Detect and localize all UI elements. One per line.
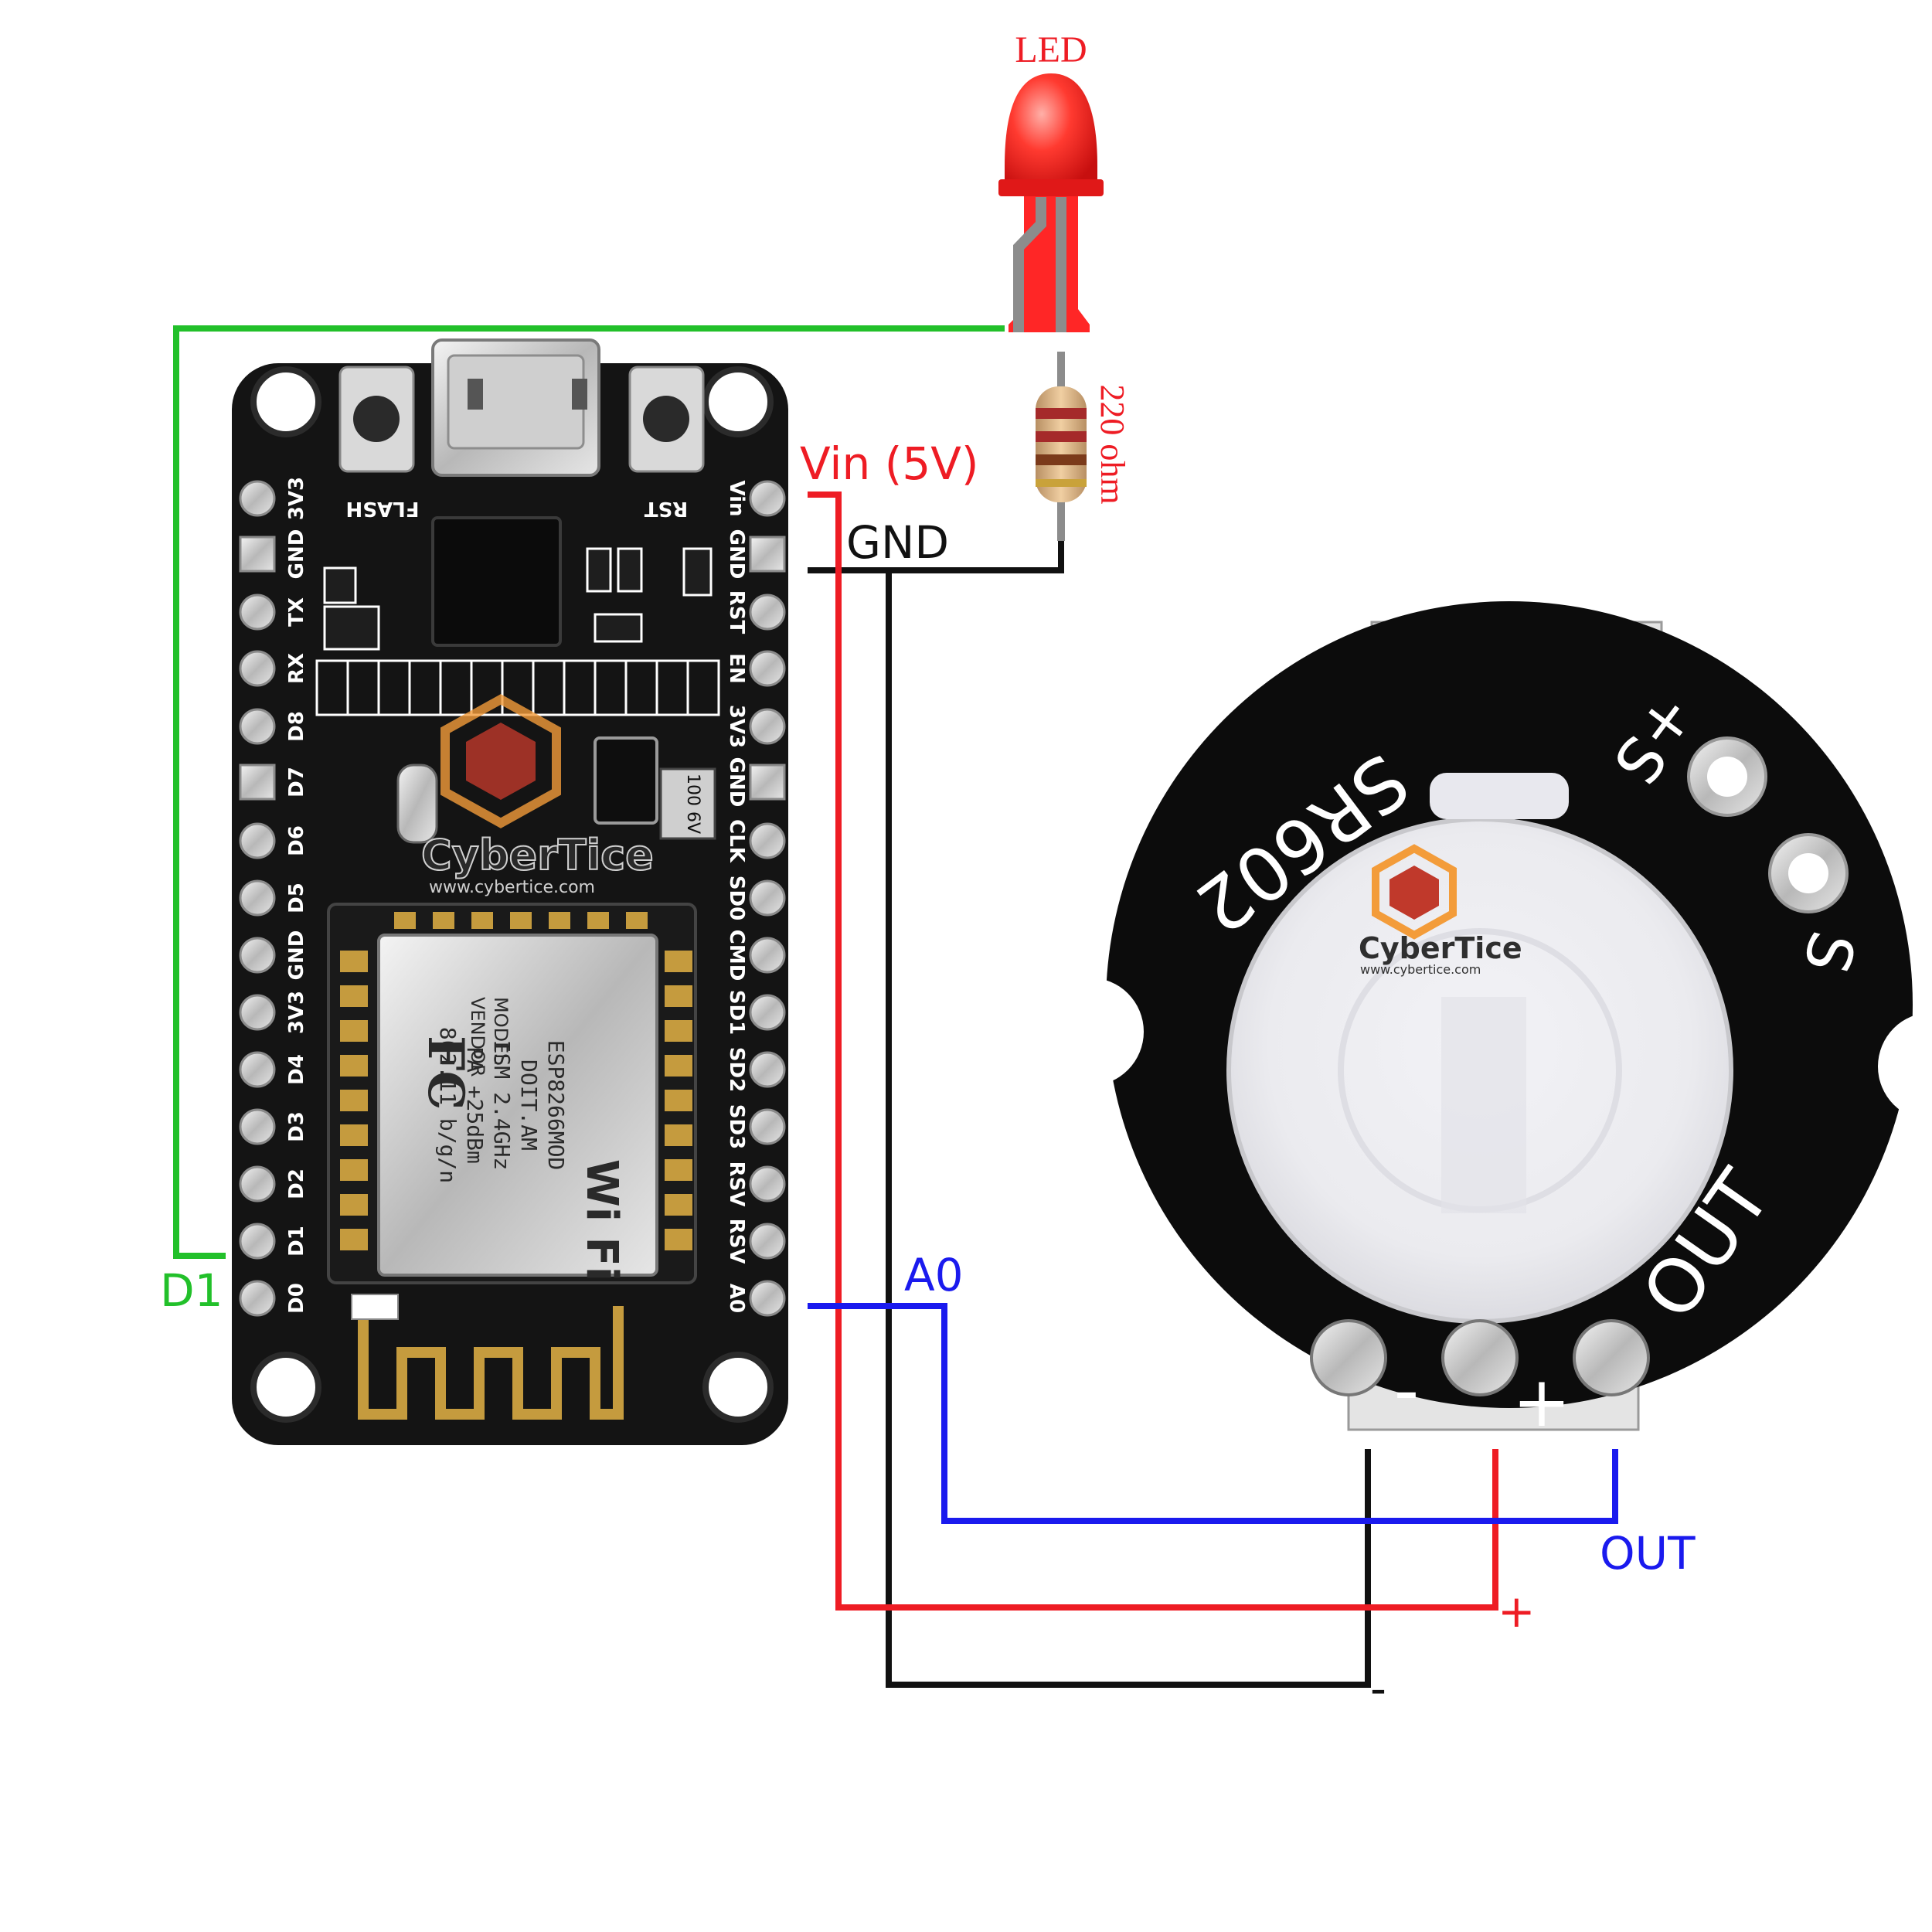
pin-label-left: D1 — [285, 1226, 308, 1257]
mount-hole — [250, 366, 321, 437]
pin-label-right: 3V3 — [725, 705, 748, 748]
pin-label-left: D6 — [285, 825, 308, 856]
sensor-pin-plus — [1441, 1319, 1519, 1396]
pin-label-left: GND — [285, 529, 308, 580]
sensor-pin-minus — [1310, 1319, 1387, 1396]
pin-label-left: TX — [285, 597, 308, 627]
pin-label-right: SD0 — [725, 876, 748, 920]
vendor-label: VENDOR — [467, 997, 488, 1077]
usb-serial-chip — [431, 516, 562, 647]
minus-label: - — [1370, 1662, 1386, 1715]
d1-label: D1 — [160, 1264, 223, 1317]
pin-label-right: RSV — [725, 1162, 748, 1207]
pin-label-left: 3V3 — [285, 477, 308, 520]
pin-label-right: GND — [725, 529, 748, 580]
pin-label-left: D4 — [285, 1054, 308, 1085]
wire-a0-out — [808, 1303, 1618, 1524]
module-text-3: ISM 2.4GHz — [489, 1040, 515, 1171]
mount-hole — [702, 1352, 774, 1423]
module-text-4: PA +25dBm — [462, 1046, 488, 1164]
led-component — [998, 73, 1104, 332]
model-label: MODEL — [490, 997, 512, 1064]
pin-label-left: GND — [285, 930, 308, 981]
cybertice-watermark: CyberTice www.cybertice.com — [420, 694, 655, 897]
out-label: OUT — [1600, 1527, 1696, 1580]
nodemcu-board: FLASH RST 100 6V — [232, 338, 788, 1445]
fc-mark: FC — [417, 1036, 474, 1110]
smd-components — [323, 547, 713, 651]
svg-text:100 6V: 100 6V — [683, 774, 702, 834]
wire-vin — [808, 492, 1498, 1611]
usb-port — [431, 338, 600, 477]
wifi-logo: Wi Fi — [577, 1159, 627, 1281]
sensor-notch — [1036, 978, 1144, 1086]
watermark-brand: CyberTice — [1359, 931, 1522, 965]
pin-label-right: CMD — [725, 930, 748, 981]
pcb-antenna — [358, 1306, 624, 1420]
onboard-led — [351, 1294, 399, 1320]
pin-label-right: Vin — [725, 480, 748, 516]
module-text-1: ESP8266MOD — [543, 1040, 569, 1171]
watermark-brand: CyberTice — [421, 831, 654, 879]
pin-label-right: EN — [725, 653, 748, 684]
wire-gnd — [808, 541, 1371, 1688]
right-pin-labels: Vin GND RST EN 3V3 GND CLK SD0 CMD SD1 S… — [725, 480, 748, 1313]
flash-label: FLASH — [346, 497, 420, 520]
crystal — [396, 764, 438, 844]
mount-hole — [702, 366, 774, 437]
vin-label: Vin (5V) — [800, 437, 979, 490]
led-label: LED — [1015, 29, 1087, 70]
gnd-label: GND — [846, 516, 949, 569]
pin-label-right: SD1 — [725, 990, 748, 1035]
pin-label-right: CLK — [725, 819, 748, 863]
led-dome — [1005, 73, 1097, 189]
sensor-minus-label: - — [1394, 1350, 1419, 1431]
lens-top-tab — [1430, 773, 1569, 819]
rst-label: RST — [644, 497, 688, 520]
pin-label-left: D5 — [285, 883, 308, 913]
mount-hole — [250, 1352, 321, 1423]
sr602-sensor: SR602 +S S OUT - + — [1036, 601, 1932, 1443]
sensor-pins — [1310, 1319, 1650, 1396]
wire-d1-led — [173, 325, 1005, 1259]
pin-label-left: RX — [285, 653, 308, 684]
sensor-pin-out — [1573, 1319, 1650, 1396]
pin-label-right: SD3 — [725, 1104, 748, 1149]
resistor-label: 220 ohm — [1094, 384, 1131, 504]
pin-label-left: D3 — [285, 1111, 308, 1142]
a0-label: A0 — [904, 1249, 964, 1301]
pin-label-right: RST — [725, 590, 748, 634]
esp8266-module: ESP8266MOD DOIT.AM ISM 2.4GHz PA +25dBm … — [327, 903, 697, 1284]
rst-button[interactable] — [628, 366, 705, 473]
capacitor: 100 6V — [659, 767, 716, 840]
pin-label-left: D7 — [285, 767, 308, 798]
right-header — [749, 480, 786, 1317]
module-text-5: 802.11 b/g/n — [435, 1027, 461, 1183]
pin-label-left: D2 — [285, 1168, 308, 1199]
watermark-url: www.cybertice.com — [429, 878, 595, 897]
flash-button[interactable] — [338, 366, 415, 473]
pin-label-right: GND — [725, 757, 748, 808]
left-pin-labels: 3V3 GND TX RX D8 D7 D6 D5 GND 3V3 D4 D3 … — [285, 477, 308, 1314]
pin-label-left: D0 — [285, 1283, 308, 1314]
resistor-220 — [1036, 352, 1087, 541]
left-header — [239, 480, 276, 1317]
pin-label-left: 3V3 — [285, 991, 308, 1034]
plus-label: + — [1498, 1585, 1536, 1638]
resistor-array — [315, 659, 720, 716]
voltage-regulator — [594, 736, 658, 825]
pin-label-left: D8 — [285, 711, 308, 742]
watermark-url: www.cybertice.com — [1360, 962, 1481, 977]
cybertice-watermark: CyberTice www.cybertice.com — [1359, 844, 1522, 977]
pin-label-right: SD2 — [725, 1047, 748, 1092]
module-text-2: DOIT.AM — [516, 1060, 542, 1151]
sensor-notch — [1878, 1012, 1932, 1121]
pin-label-right: A0 — [725, 1284, 748, 1313]
pin-label-right: RSV — [725, 1219, 748, 1264]
sensor-plus-label: + — [1512, 1362, 1570, 1443]
